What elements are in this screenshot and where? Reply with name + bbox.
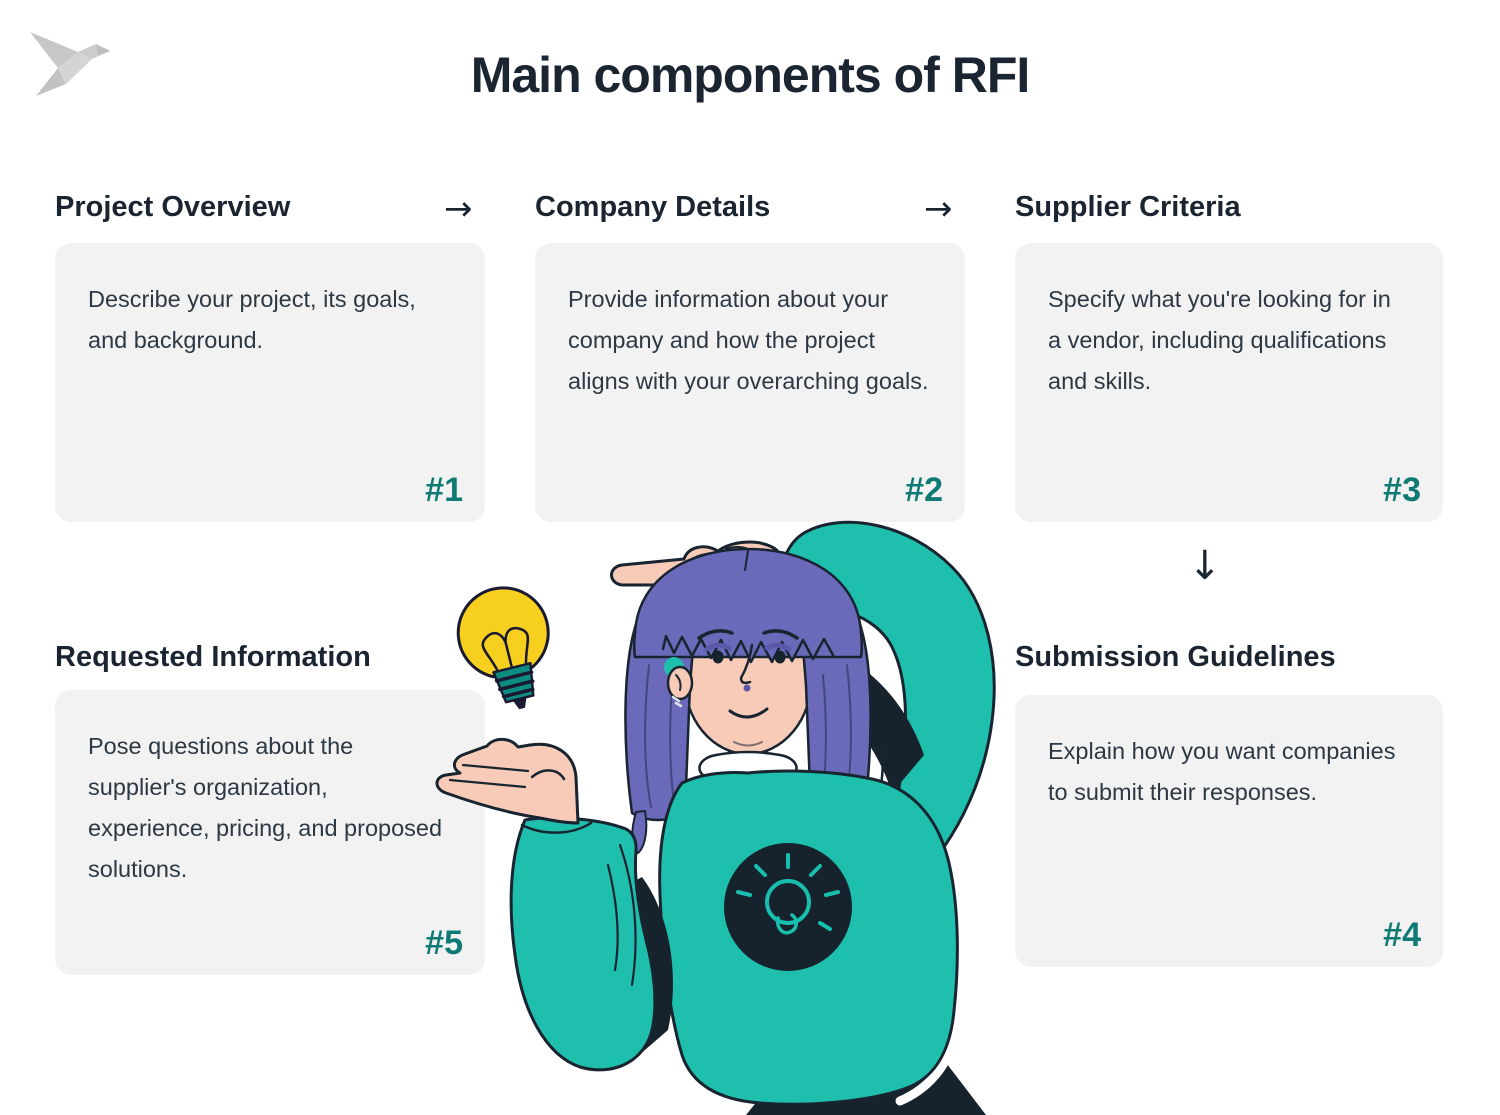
arrow-right-icon: → (924, 189, 953, 229)
card-number-badge: #2 (905, 471, 943, 509)
card-body: Pose questions about the supplier's orga… (88, 733, 443, 882)
person-illustration (435, 520, 996, 1115)
page-title: Main components of RFI (470, 47, 1031, 103)
bent-arm-sleeve (509, 816, 657, 1072)
card-submission-guidelines: Explain how you want companies to submit… (1015, 695, 1443, 967)
section-title-project-overview: Project Overview (55, 191, 291, 223)
section-title-supplier-criteria: Supplier Criteria (1015, 191, 1241, 223)
open-palm-hand (435, 737, 580, 825)
card-company-details: Provide information about your company a… (535, 243, 965, 522)
card-body: Specify what you're looking for in a ven… (1048, 286, 1391, 394)
card-body: Explain how you want companies to submit… (1048, 738, 1396, 805)
smile (728, 707, 769, 719)
card-number-badge: #3 (1383, 471, 1421, 509)
section-title-company-details: Company Details (535, 191, 771, 223)
card-number-badge: #1 (425, 471, 463, 509)
card-requested-information: Pose questions about the supplier's orga… (55, 690, 485, 975)
card-project-overview: Describe your project, its goals, and ba… (55, 243, 485, 522)
card-body: Provide information about your company a… (568, 286, 929, 394)
section-title-requested-information: Requested Information (55, 641, 371, 673)
card-body: Describe your project, its goals, and ba… (88, 286, 416, 353)
card-supplier-criteria: Specify what you're looking for in a ven… (1015, 243, 1443, 522)
chest-lightbulb-icon (736, 853, 840, 931)
chest-lightbulb-badge (724, 843, 852, 971)
card-number-badge: #5 (425, 924, 463, 962)
origami-bird-icon (30, 32, 110, 96)
card-number-badge: #4 (1383, 916, 1421, 954)
idea-lightbulb-icon (456, 586, 550, 710)
section-title-submission-guidelines: Submission Guidelines (1015, 641, 1336, 673)
arrow-right-icon: → (444, 189, 473, 229)
arrow-down-icon: ↓ (1188, 543, 1222, 589)
